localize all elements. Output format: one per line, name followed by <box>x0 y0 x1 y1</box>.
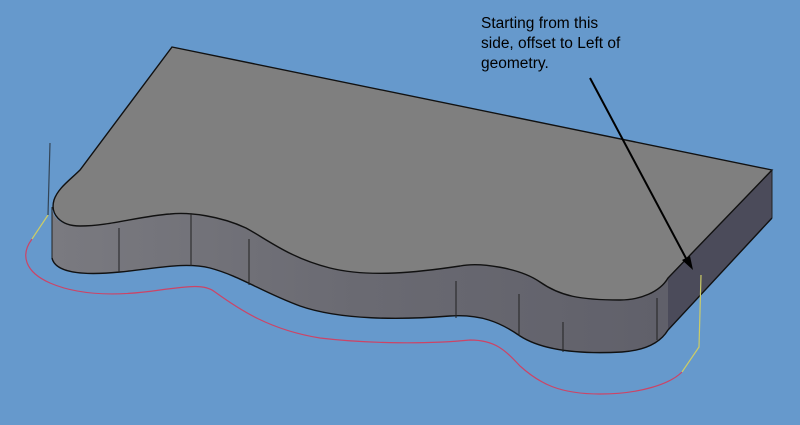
part-vertical-edges <box>51 170 773 352</box>
toolpath-lead-lines <box>31 142 702 373</box>
part-front-face[interactable] <box>52 207 668 353</box>
part-top-face[interactable] <box>52 46 774 301</box>
annotation-arrow <box>589 77 693 270</box>
part-right-face[interactable] <box>668 170 772 330</box>
toolpath-offset-line <box>25 238 683 395</box>
part-bottom-edge <box>51 217 773 354</box>
annotation-text: Starting from this side, offset to Left … <box>481 15 621 72</box>
